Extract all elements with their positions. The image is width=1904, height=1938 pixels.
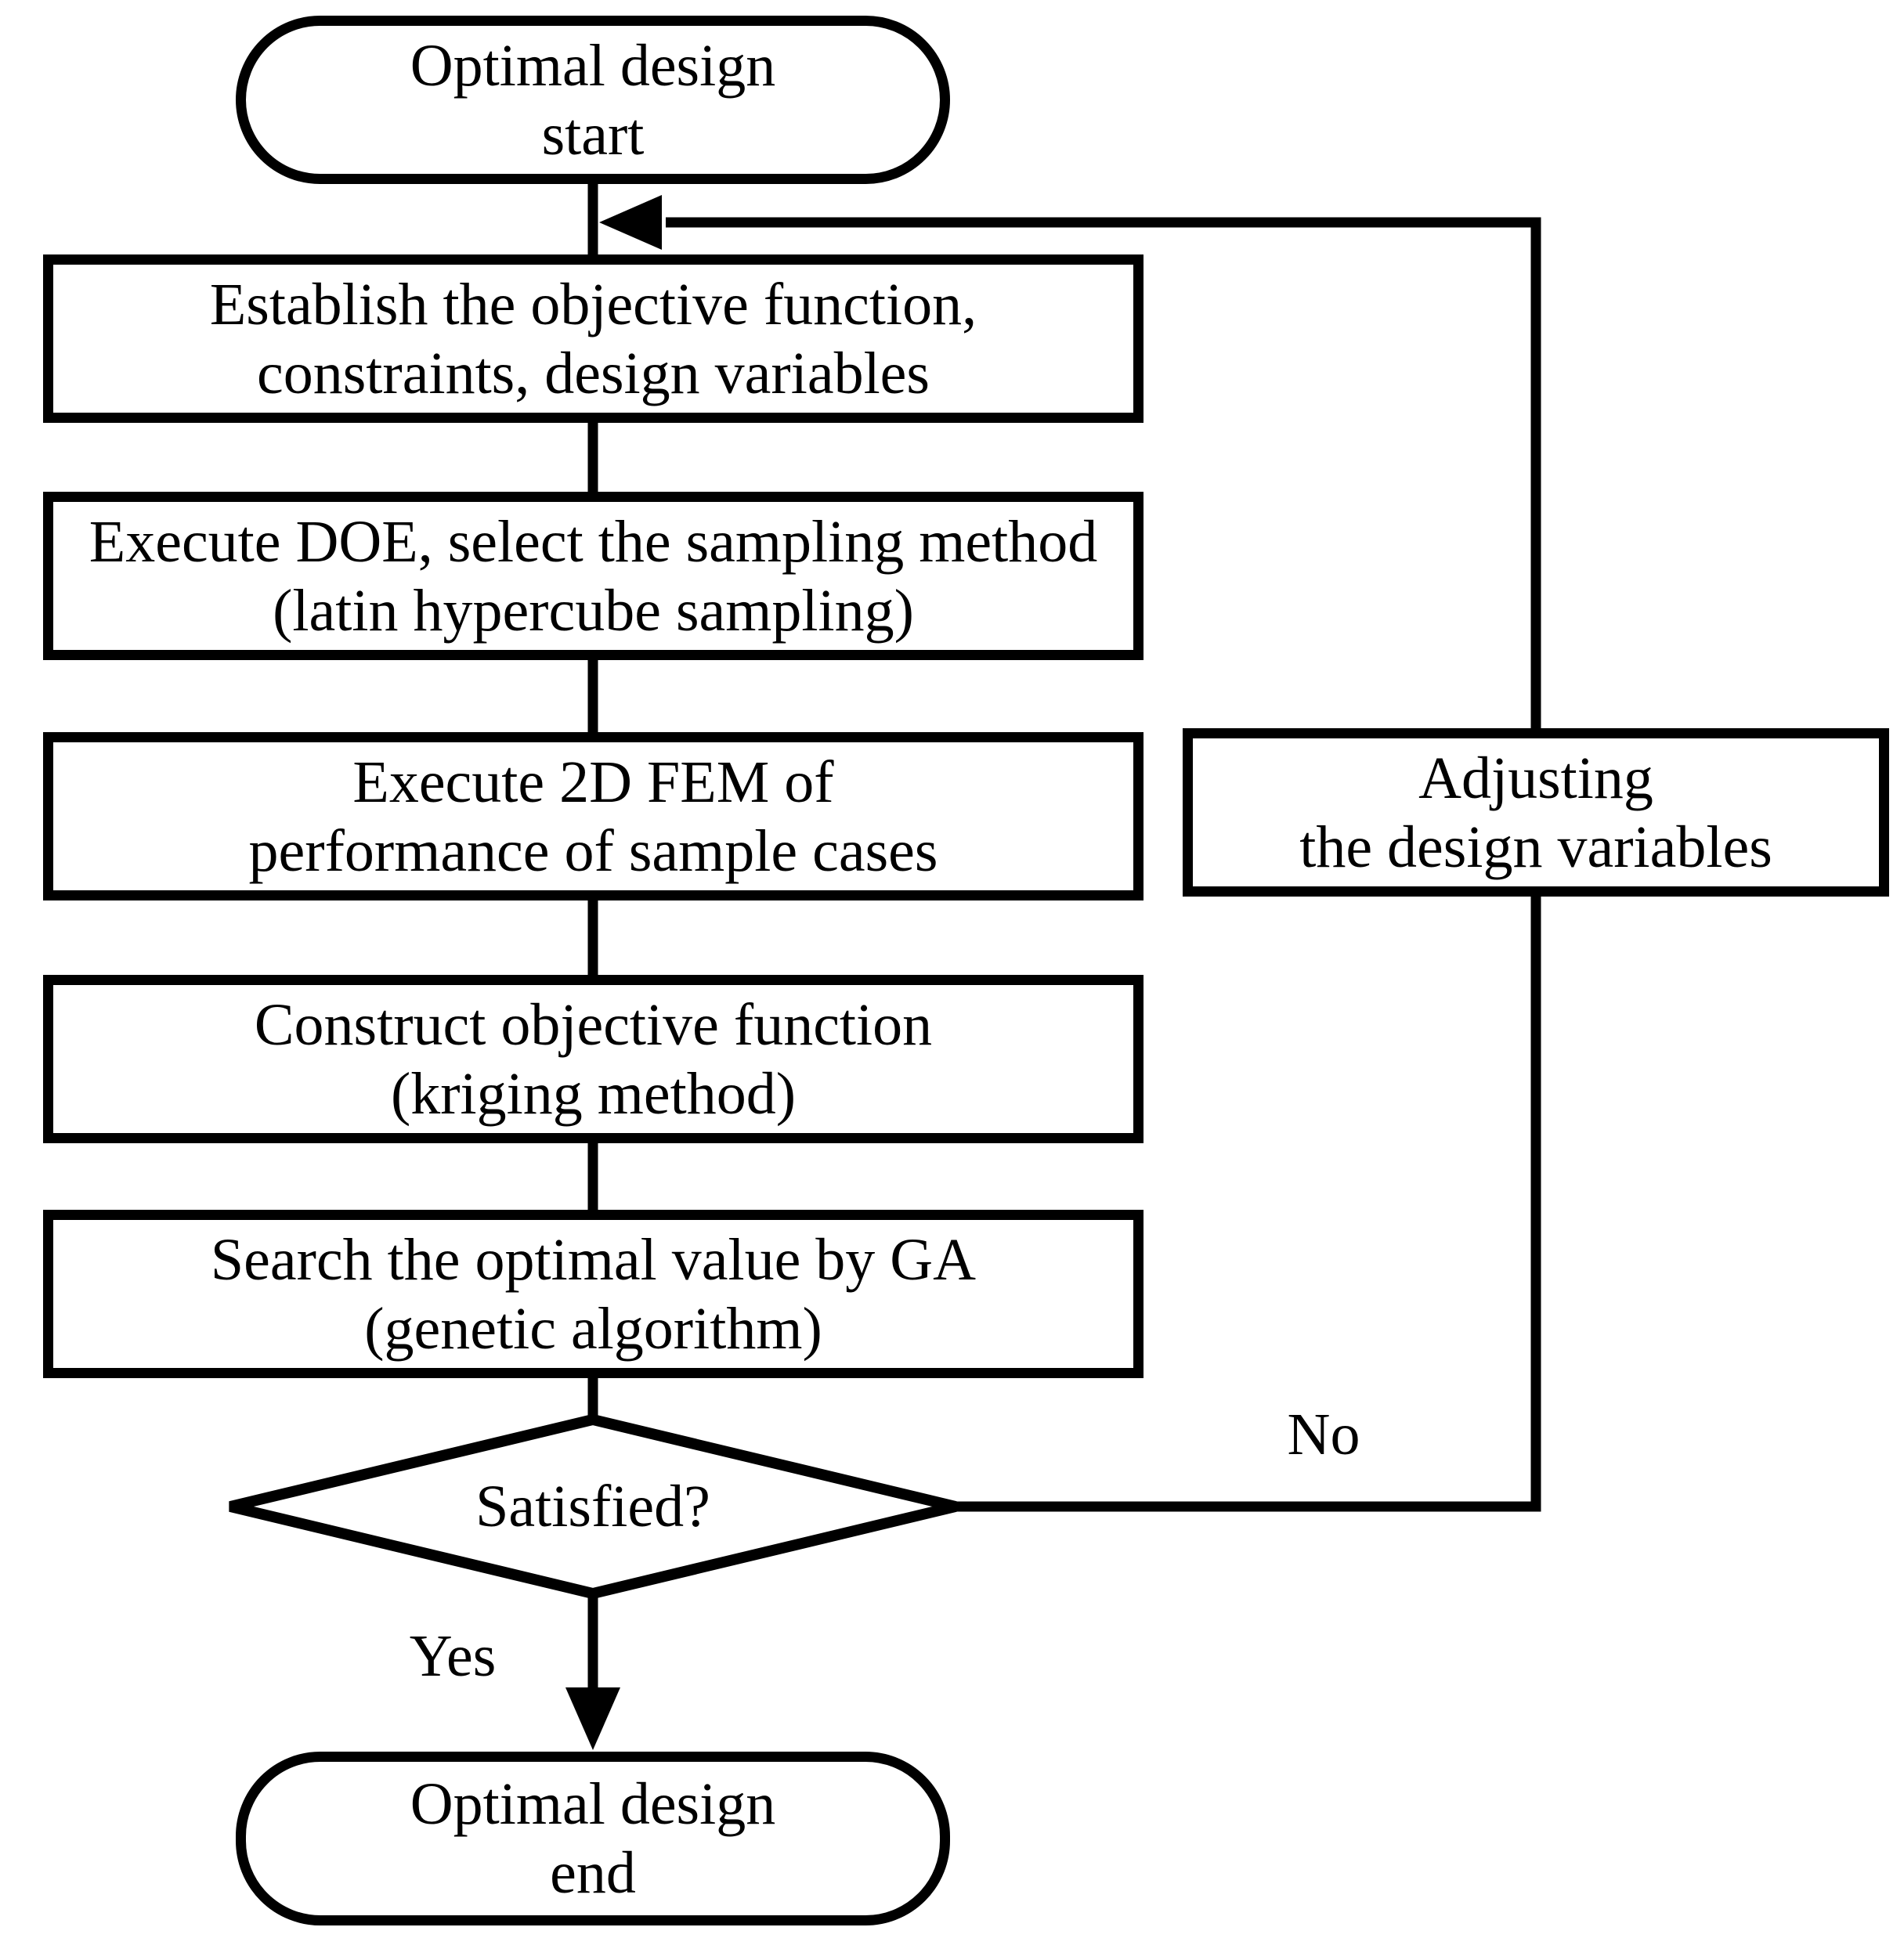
- end-node-line2: end: [550, 1840, 636, 1906]
- execute-doe-line2: (latin hypercube sampling): [273, 577, 914, 644]
- execute-fem-node: Execute 2D FEM of performance of sample …: [43, 732, 1143, 900]
- establish-objective-node: Establish the objective function, constr…: [43, 254, 1143, 423]
- no-branch-label: No: [1287, 1402, 1360, 1467]
- end-arrowhead-icon: [565, 1687, 620, 1750]
- search-ga-node: Search the optimal value by GA (genetic …: [43, 1210, 1143, 1378]
- search-ga-line2: (genetic algorithm): [364, 1295, 822, 1362]
- construct-objective-line1: Construct objective function: [254, 991, 933, 1058]
- decision-diamond-shape: [229, 1413, 957, 1600]
- execute-doe-node: Execute DOE, select the sampling method …: [43, 492, 1143, 660]
- construct-objective-line2: (kriging method): [390, 1060, 797, 1127]
- establish-objective-line1: Establish the objective function,: [209, 271, 977, 337]
- execute-fem-line2: performance of sample cases: [248, 817, 938, 884]
- start-node-line2: start: [541, 101, 645, 168]
- adjust-variables-line1: Adjusting: [1418, 745, 1653, 811]
- search-ga-line1: Search the optimal value by GA: [210, 1226, 977, 1293]
- execute-doe-line1: Execute DOE, select the sampling method: [89, 508, 1098, 575]
- loop-arrowhead-icon: [599, 195, 662, 250]
- adjust-variables-line2: the design variables: [1299, 814, 1772, 880]
- construct-objective-node: Construct objective function (kriging me…: [43, 975, 1143, 1143]
- decision-label: Satisfied?: [475, 1474, 710, 1539]
- end-node: Optimal design end: [236, 1752, 950, 1925]
- adjust-variables-node: Adjusting the design variables: [1183, 728, 1889, 897]
- start-node-line1: Optimal design: [410, 32, 776, 99]
- yes-branch-label: Yes: [409, 1623, 497, 1689]
- start-node: Optimal design start: [236, 16, 950, 184]
- establish-objective-line2: constraints, design variables: [256, 340, 930, 406]
- execute-fem-line1: Execute 2D FEM of: [352, 749, 834, 815]
- end-node-line1: Optimal design: [410, 1771, 776, 1837]
